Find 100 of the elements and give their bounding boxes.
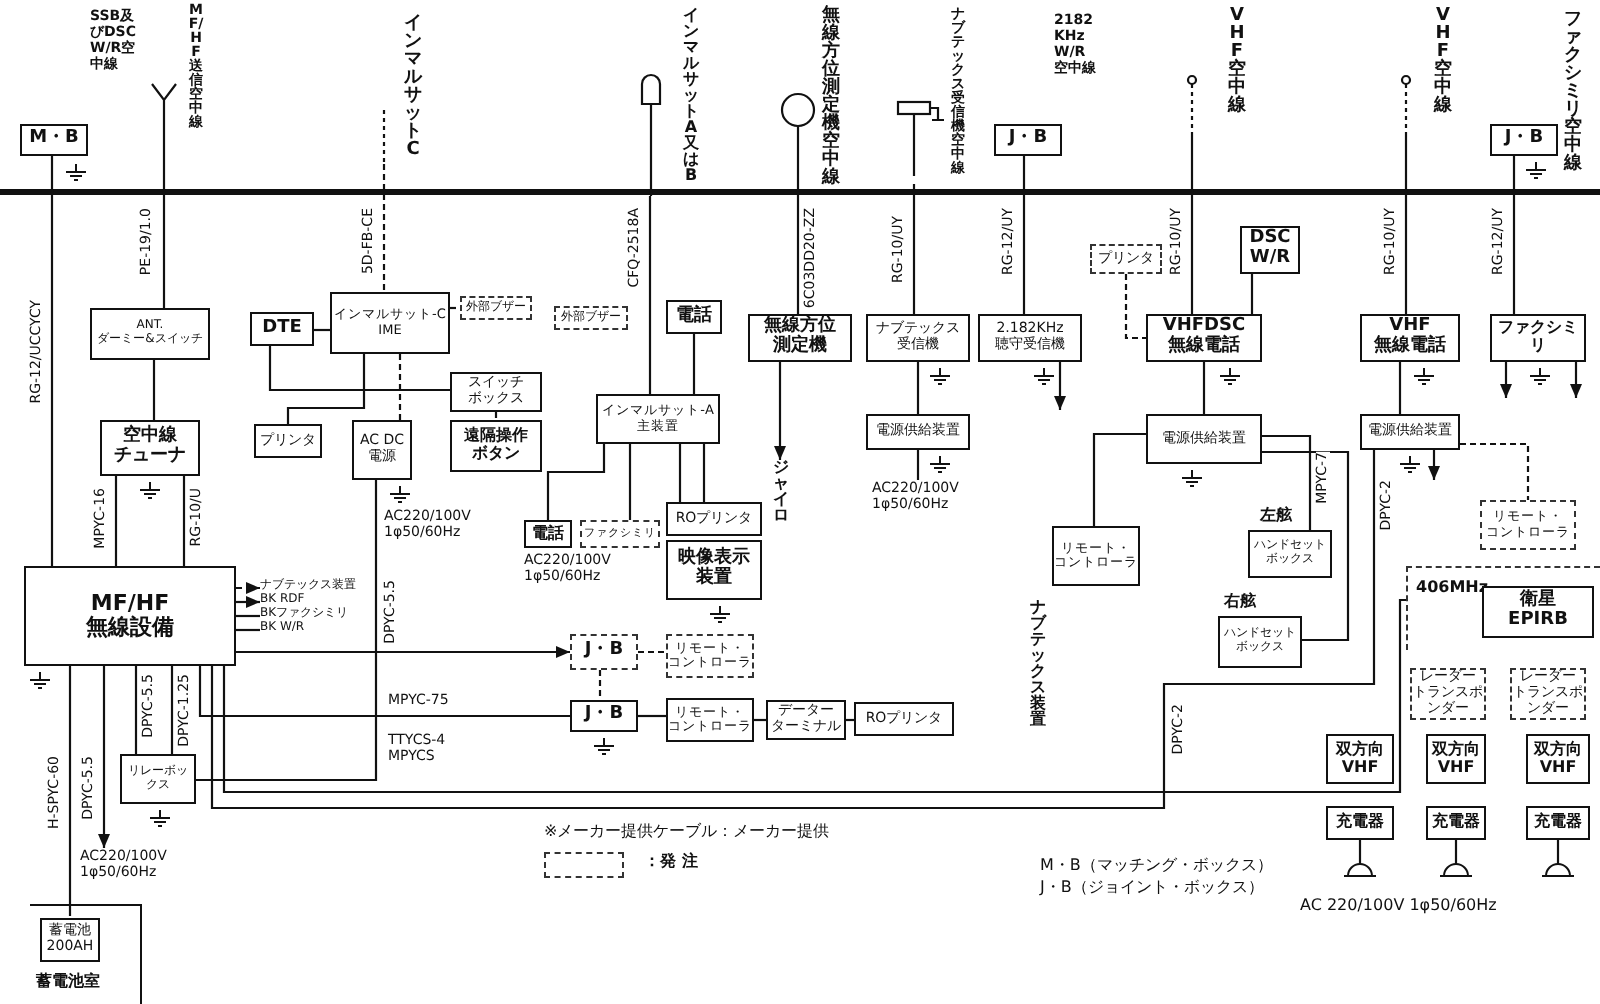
cable-line [754,718,766,722]
cable-line [598,670,602,700]
legend-label: ：発 注 [644,852,698,871]
cable-line [494,412,498,420]
note-label: ※メーカー提供ケーブル：メーカー提供 [544,822,830,841]
equipment-box: 充電器 [1426,806,1486,840]
equipment-box: 電話 [666,300,722,334]
equipment-box: DTE [250,312,314,346]
cable-line [1556,840,1560,864]
equipment-box: DSC W/R [1240,226,1300,274]
cable-line [50,156,54,566]
cable-line [114,476,118,566]
cable-line [170,666,174,754]
antenna-label: 無線方位測定機空中線 [820,8,842,192]
cable-line [628,444,632,520]
arrow [1054,362,1066,410]
antenna-label: VHF空中線 [1226,8,1248,120]
cable-line [1092,432,1146,526]
cable-line [134,666,138,754]
equipment-box: VHF無線電話 [1360,314,1460,362]
cable-line [638,714,666,718]
cable-line [398,354,402,420]
cable-line [678,444,682,502]
cable-line [162,132,166,308]
equipment-box: MF/HF無線設備 [24,566,236,666]
cable-line [1262,450,1350,642]
cable-line [236,614,260,618]
area-outline [1406,566,1600,650]
cable-line [182,476,186,566]
cable-line [1262,434,1312,530]
antenna-label: ファクシミリ空中線 [1562,12,1584,180]
arrow [98,666,110,848]
cable-line [1022,156,1026,314]
cable-line [1190,132,1194,314]
cable-line [796,200,800,314]
cable-line [196,480,378,782]
equipment-box: M・B [20,124,88,156]
cable-line [916,450,920,480]
equipment-box: 双方向VHF [1426,734,1486,784]
antenna-label: VHF空中線 [1432,8,1454,120]
equipment-box: 充電器 [1526,806,1590,840]
equipment-box: VHFDSC無線電話 [1146,314,1262,362]
equipment-box: 衛星EPIRB [1482,586,1594,638]
equipment-box: ファクシミリ [1490,314,1586,362]
equipment-box: 遠隔操作ボタン [450,420,542,472]
cable-line [210,450,1376,810]
cable-line [916,362,920,414]
cable-line [382,164,386,292]
antenna-label: インマルサットA又はB [681,8,701,188]
equipment-box: 双方向VHF [1326,734,1394,784]
cable-line [702,444,706,502]
cable-line [236,628,260,632]
cable-line [692,334,696,394]
equipment-box: J・B [994,124,1062,156]
cable-line [268,346,450,392]
arrow [236,596,260,608]
device-label: ナブテックス装置 [1028,600,1048,728]
arrow [1570,362,1582,398]
equipment-box: 空中線チューナ [100,420,200,476]
room-label: 蓄電池室 [36,972,102,994]
cable-line [314,328,330,332]
arrow [236,646,570,658]
side-label: 左舷 [1260,506,1292,525]
cable-line [1358,840,1362,864]
cable-line [450,306,460,310]
cable-line [648,196,652,394]
cable-line [1250,274,1254,314]
equipment-box: J・B [1490,124,1558,156]
antenna-label: インマルサットC [402,16,424,164]
note-label: M・B（マッチング・ボックス） [1040,856,1273,875]
room-outline [30,904,142,1004]
arrow [774,362,786,460]
cable-line [1398,362,1402,414]
arrow [1428,450,1440,480]
equipment-box: 双方向VHF [1526,734,1590,784]
arrow [236,582,260,594]
cable-line [1460,442,1530,500]
equipment-box: 電話 [524,520,572,548]
cable-line [198,666,570,718]
cable-line [638,650,666,654]
cable-line [286,354,366,424]
power-spec-label: AC 220/100V 1φ50/60Hz [1300,896,1497,915]
cable-line [1202,362,1206,414]
cable-line [68,666,72,916]
arrow [1500,362,1512,398]
cable-line [546,444,606,520]
note-label: J・B（ジョイント・ボックス） [1040,878,1264,897]
side-label: 右舷 [1224,592,1256,611]
equipment-box: 充電器 [1326,806,1394,840]
cable-line [1124,274,1146,340]
equipment-box: 映像表示装置 [666,540,762,600]
cable-line [1404,132,1408,314]
cable-line [152,360,156,420]
cable-line [1454,840,1458,864]
equipment-box: J・B [570,634,638,670]
equipment-box: 無線方位測定機 [748,314,852,362]
equipment-box: J・B [570,700,638,732]
cable-line [1512,156,1516,314]
device-label: ジャイロ [770,460,792,528]
cable-line [912,184,916,314]
